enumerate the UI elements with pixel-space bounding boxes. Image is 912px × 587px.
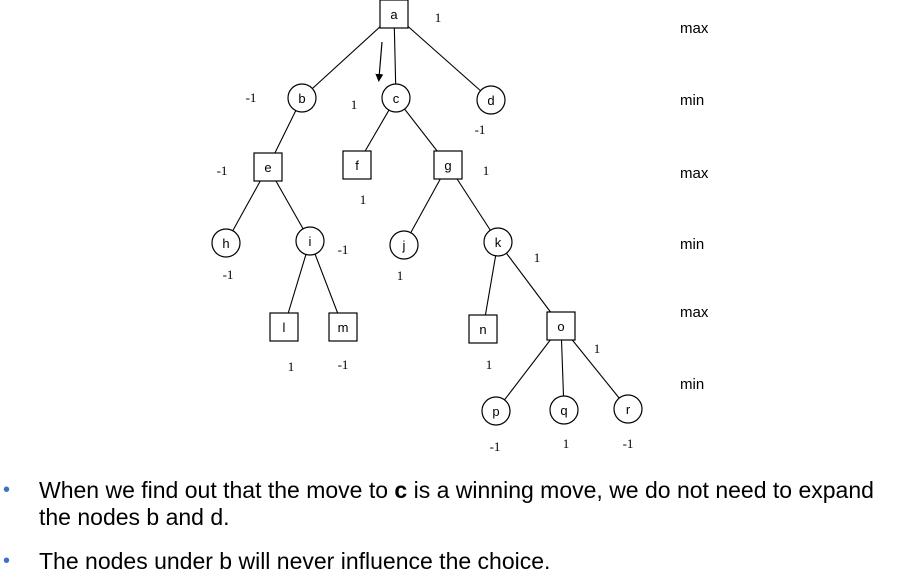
max-node-square	[468, 314, 498, 344]
node-label-g: g	[444, 158, 451, 173]
bullet-text-2: The nodes under b will never influence t…	[39, 548, 551, 574]
node-label-o: o	[557, 319, 564, 334]
node-p: p	[481, 396, 511, 426]
level-label-4: min	[680, 236, 705, 253]
node-m: m	[328, 312, 358, 342]
node-j: j	[389, 230, 419, 260]
node-n: n	[468, 314, 498, 344]
min-node-circle	[481, 396, 511, 426]
node-label-m: m	[338, 320, 349, 335]
level-label-1: max	[680, 20, 709, 37]
max-node-square	[546, 311, 576, 341]
value-label-p: -1	[490, 439, 501, 454]
node-e: e	[253, 152, 283, 182]
game-tree-diagram: a b c d e f g h i j k l m n o p q r 1 -1 1 -1 -1 1 1 -1 -1 1 1 1 -1 1 1…	[211, 0, 643, 454]
node-c: c	[381, 83, 411, 113]
node-a: a	[379, 0, 409, 29]
bullet-text-1-before: When we find out that the move to	[39, 477, 395, 503]
bullet-text-1-after: is a winning move, we do not need to exp…	[39, 477, 874, 530]
node-label-h: h	[222, 236, 229, 251]
min-node-circle	[389, 230, 419, 260]
node-b: b	[287, 83, 317, 113]
node-label-d: d	[487, 93, 494, 108]
node-l: l	[269, 312, 299, 342]
node-label-c: c	[393, 91, 400, 106]
min-node-circle	[549, 395, 579, 425]
node-i: i	[295, 226, 325, 256]
value-label-d: -1	[475, 122, 486, 137]
value-label-j: 1	[397, 268, 404, 283]
bullet-text-1: When we find out that the move to c is a…	[39, 477, 899, 531]
bullet-text-1-bold: c	[394, 477, 408, 503]
level-label-2: min	[680, 92, 705, 109]
value-label-e: -1	[217, 163, 228, 178]
min-node-circle	[287, 83, 317, 113]
node-o: o	[546, 311, 576, 341]
node-q: q	[549, 395, 579, 425]
node-label-r: r	[626, 402, 631, 417]
node-f: f	[342, 150, 372, 180]
min-node-circle	[613, 394, 643, 424]
value-label-m: -1	[338, 357, 349, 372]
value-label-k: 1	[534, 250, 541, 265]
max-node-square	[379, 0, 409, 29]
value-label-o: 1	[594, 341, 601, 356]
max-node-square	[433, 150, 463, 180]
max-node-square	[253, 152, 283, 182]
node-h: h	[211, 228, 241, 258]
value-label-l: 1	[288, 359, 295, 374]
min-node-circle	[381, 83, 411, 113]
node-r: r	[613, 394, 643, 424]
value-label-f: 1	[360, 192, 367, 207]
node-label-l: l	[283, 320, 286, 335]
chosen-move-arrow	[375, 41, 384, 82]
node-label-f: f	[355, 158, 359, 173]
min-node-circle	[211, 228, 241, 258]
level-label-6: min	[680, 376, 705, 393]
value-label-b: -1	[246, 90, 257, 105]
max-node-square	[328, 312, 358, 342]
node-d: d	[476, 85, 506, 115]
min-node-circle	[295, 226, 325, 256]
node-k: k	[483, 227, 513, 257]
node-label-k: k	[495, 235, 502, 250]
max-node-square	[342, 150, 372, 180]
value-label-q: 1	[563, 436, 570, 451]
min-node-circle	[483, 227, 513, 257]
value-label-n: 1	[486, 357, 493, 372]
value-label-r: -1	[623, 436, 634, 451]
value-label-c: 1	[351, 97, 358, 112]
bullet-icon: •	[3, 550, 11, 572]
edge-a-b	[301, 13, 395, 99]
node-label-a: a	[390, 7, 398, 22]
value-label-a: 1	[435, 10, 442, 25]
node-label-j: j	[402, 238, 406, 253]
level-label-3: max	[680, 165, 709, 182]
node-label-e: e	[264, 160, 271, 175]
value-label-i: -1	[338, 242, 349, 257]
node-g: g	[433, 150, 463, 180]
value-label-g: 1	[483, 163, 490, 178]
node-label-n: n	[479, 322, 486, 337]
node-label-b: b	[298, 91, 305, 106]
edge-a-d	[393, 13, 492, 101]
node-label-p: p	[492, 404, 499, 419]
node-label-q: q	[560, 403, 567, 418]
value-label-h: -1	[223, 267, 234, 282]
node-label-i: i	[309, 234, 312, 249]
max-node-square	[269, 312, 299, 342]
level-label-5: max	[680, 304, 709, 321]
bullet-icon: •	[3, 479, 11, 501]
min-node-circle	[476, 85, 506, 115]
